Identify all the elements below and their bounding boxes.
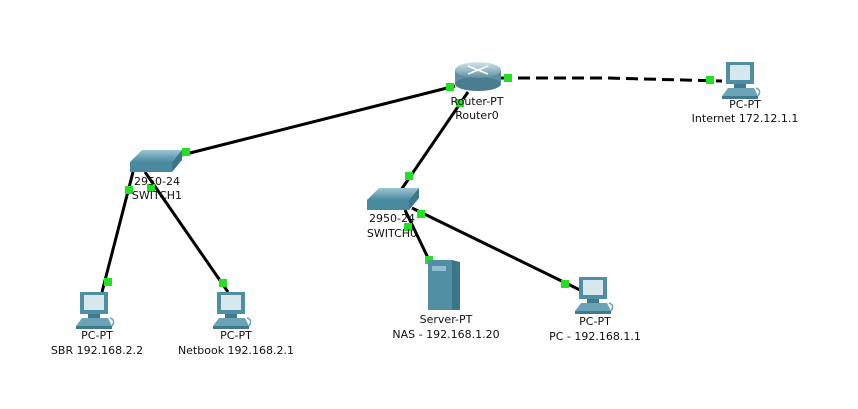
port-up-indicator [219,279,227,287]
switch-icon [130,150,182,172]
device-nas-server[interactable]: Server-PT NAS - 192.168.1.20 [392,260,500,341]
device-switch1[interactable]: 2950-24 SWITCH1 [130,150,182,202]
device-model-label: Router-PT [450,95,503,108]
pc-icon [212,291,252,330]
link-router0-internet[interactable] [500,76,723,83]
device-name-label: Router0 [455,109,498,122]
port-up-indicator [104,278,112,286]
device-switch0[interactable]: 2950-24 SWITCH0 [367,188,419,240]
port-up-indicator [446,83,454,91]
device-model-label: Server-PT [420,313,473,326]
device-name-label: SWITCH1 [132,189,182,202]
port-up-indicator [125,186,133,194]
device-model-label: PC-PT [220,329,252,342]
device-name-label: PC - 192.168.1.1 [549,330,641,343]
link-switch1-netbook[interactable] [143,171,230,293]
link-switch0-nas[interactable] [403,209,432,263]
device-model-label: 2950-24 [134,175,180,188]
device-name-label: SWITCH0 [367,227,417,240]
link-switch0-pc[interactable] [411,206,581,292]
device-model-label: 2950-24 [369,212,415,225]
device-sbr-pc[interactable]: PC-PT SBR 192.168.2.2 [51,291,143,357]
device-model-label: PC-PT [81,329,113,342]
port-up-indicator [456,99,464,107]
port-up-indicator [405,172,413,180]
device-name-label: Internet 172.12.1.1 [692,112,799,125]
port-indicators [104,74,714,288]
port-up-indicator [404,223,412,231]
pc-icon [75,291,115,330]
device-netbook-pc[interactable]: PC-PT Netbook 192.168.2.1 [178,291,294,357]
port-up-indicator [182,148,190,156]
switch-icon [367,188,419,210]
link-router0-switch1[interactable] [181,84,456,157]
device-name-label: Netbook 192.168.2.1 [178,344,294,357]
device-name-label: NAS - 192.168.1.20 [392,328,499,341]
port-up-indicator [504,74,512,82]
port-up-indicator [706,76,714,84]
server-icon [428,260,460,310]
router-icon [455,62,501,91]
port-up-indicator [147,184,155,192]
pc-icon [574,276,614,315]
device-model-label: PC-PT [729,98,761,111]
device-router0[interactable]: Router-PT Router0 [450,62,504,122]
port-up-indicator [561,280,569,288]
port-up-indicator [417,210,425,218]
device-model-label: PC-PT [579,315,611,328]
device-pc[interactable]: PC-PT PC - 192.168.1.1 [549,276,641,343]
device-internet-pc[interactable]: PC-PT Internet 172.12.1.1 [692,61,799,125]
pc-icon [721,61,761,100]
device-name-label: SBR 192.168.2.2 [51,344,143,357]
